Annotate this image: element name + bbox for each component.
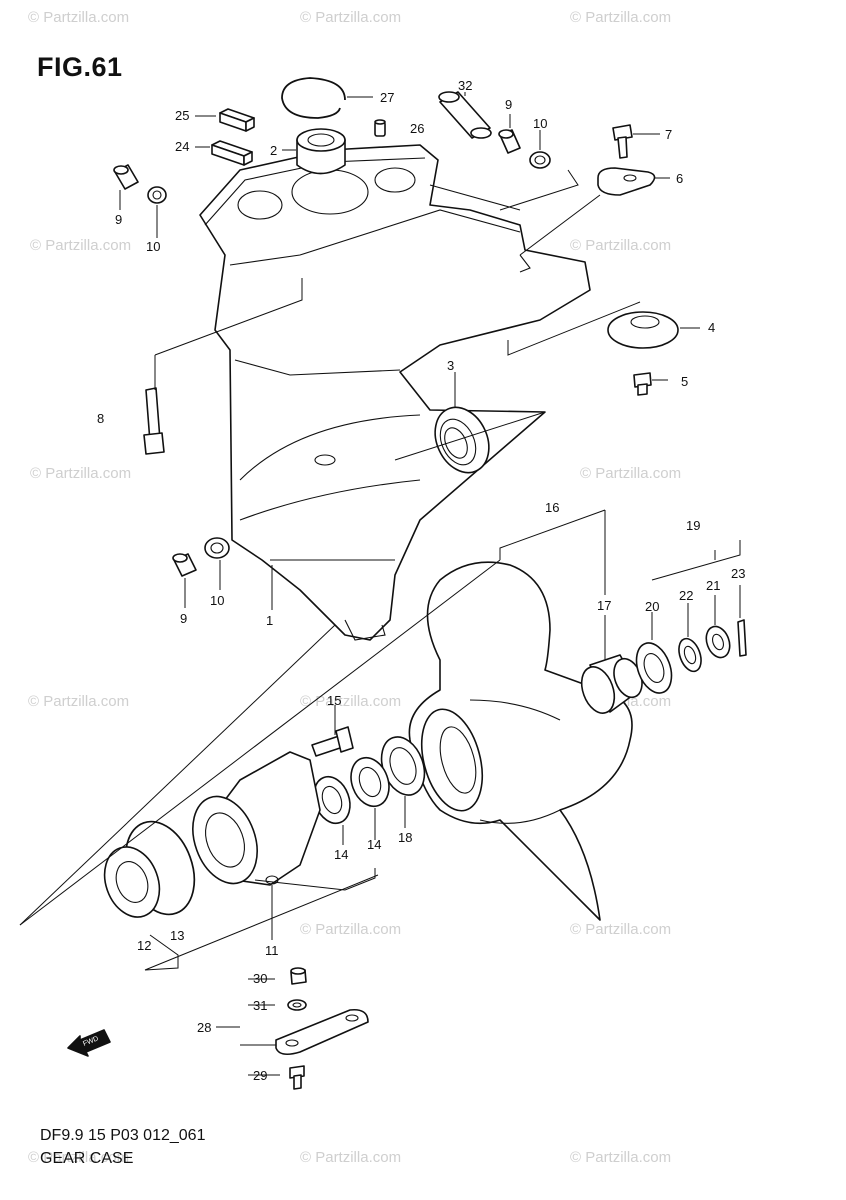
callout-29: 29 [253,1068,267,1083]
part-22-washer [678,637,702,673]
callout-21: 21 [706,578,720,593]
callout-31: 31 [253,998,267,1013]
part-4-anode [607,311,679,349]
callout-4: 4 [708,320,715,335]
callout-9-left: 9 [115,212,122,227]
callout-19: 19 [686,518,700,533]
watermark: © Partzilla.com [580,465,681,482]
fwd-arrow-icon: FWD [67,1029,111,1057]
callout-25: 25 [175,108,189,123]
part-10-washer-lower [204,537,230,559]
callout-32: 32 [458,78,472,93]
watermark: © Partzilla.com [300,1149,401,1166]
part-30-nut [290,967,307,985]
part-27-snap-ring [281,77,346,119]
part-10-washer-top [529,151,551,169]
callout-20: 20 [645,599,659,614]
part-29-screw [289,1065,305,1090]
callout-11: 11 [265,943,279,958]
callout-24: 24 [175,139,189,154]
part-5-screw [633,372,652,396]
callout-16: 16 [545,500,559,515]
part-15-bolt [311,726,354,757]
callout-28: 28 [197,1020,211,1035]
part-12-bearing [103,846,161,918]
callout-7: 7 [665,127,672,142]
callout-10-top: 10 [533,116,547,131]
callout-1: 1 [266,613,273,628]
part-17-bushing [580,654,643,714]
part-2-bushing [296,128,346,175]
part-9-bolt-top [498,129,521,154]
watermark: © Partzilla.com [300,9,401,26]
watermark: © Partzilla.com [28,693,129,710]
callout-10-left: 10 [146,239,160,254]
part-11-bearing-housing [192,751,321,886]
callout-numbers: 1 2 3 4 5 6 7 8 9 9 9 10 10 10 11 12 13 … [97,78,745,1083]
part-9-bolt-lower [172,553,197,577]
part-25-block [219,108,255,132]
callout-18: 18 [398,830,412,845]
part-32-sleeve [438,91,492,139]
callout-14-a: 14 [334,847,348,862]
callout-22: 22 [679,588,693,603]
watermark: © Partzilla.com [300,921,401,938]
callout-2: 2 [270,143,277,158]
watermark: © Partzilla.com [570,9,671,26]
watermark: © Partzilla.com [570,1149,671,1166]
part-16-propeller [408,561,633,921]
part-6-plate [597,167,656,196]
part-21-nut [705,625,731,659]
part-7-bolt [612,124,633,159]
callout-15: 15 [327,693,341,708]
part-23-cotter-pin [737,619,747,657]
callout-13: 13 [170,928,184,943]
callout-8: 8 [97,411,104,426]
part-9-bolt-left [113,164,139,190]
callout-14-b: 14 [367,837,381,852]
figure-title: FIG.61 [37,52,123,82]
grouping-lines [19,169,741,971]
watermark: © Partzilla.com [30,465,131,482]
diagram-code: DF9.9 15 P03 012_061 [40,1127,206,1144]
part-24-block [211,140,253,166]
callout-10-lower: 10 [210,593,224,608]
callout-5: 5 [681,374,688,389]
part-26-dowel [374,119,386,137]
watermark: © Partzilla.com [570,921,671,938]
part-20-spacer [635,642,673,694]
part-14-seal-a [350,756,390,808]
callout-17: 17 [597,598,611,613]
callout-3: 3 [447,358,454,373]
part-3-bearing [434,406,490,474]
part-10-washer-left [147,186,167,204]
callout-27: 27 [380,90,394,105]
callout-26: 26 [410,121,424,136]
part-8-long-bolt [143,387,165,455]
callout-23: 23 [731,566,745,581]
leader-lines [119,92,741,1076]
callout-6: 6 [676,171,683,186]
callout-9-lower: 9 [180,611,187,626]
diagram-name: GEAR CASE [40,1150,134,1167]
watermark: © Partzilla.com [30,237,131,254]
callout-9-top: 9 [505,97,512,112]
callout-12: 12 [137,938,151,953]
part-28-bracket [275,1008,369,1056]
gear-case-housing [199,144,591,641]
watermark: © Partzilla.com [28,1149,129,1166]
watermark: © Partzilla.com [570,237,671,254]
watermark: © Partzilla.com [300,693,401,710]
part-31-washer [287,999,307,1011]
watermark: © Partzilla.com [28,9,129,26]
callout-30: 30 [253,971,267,986]
